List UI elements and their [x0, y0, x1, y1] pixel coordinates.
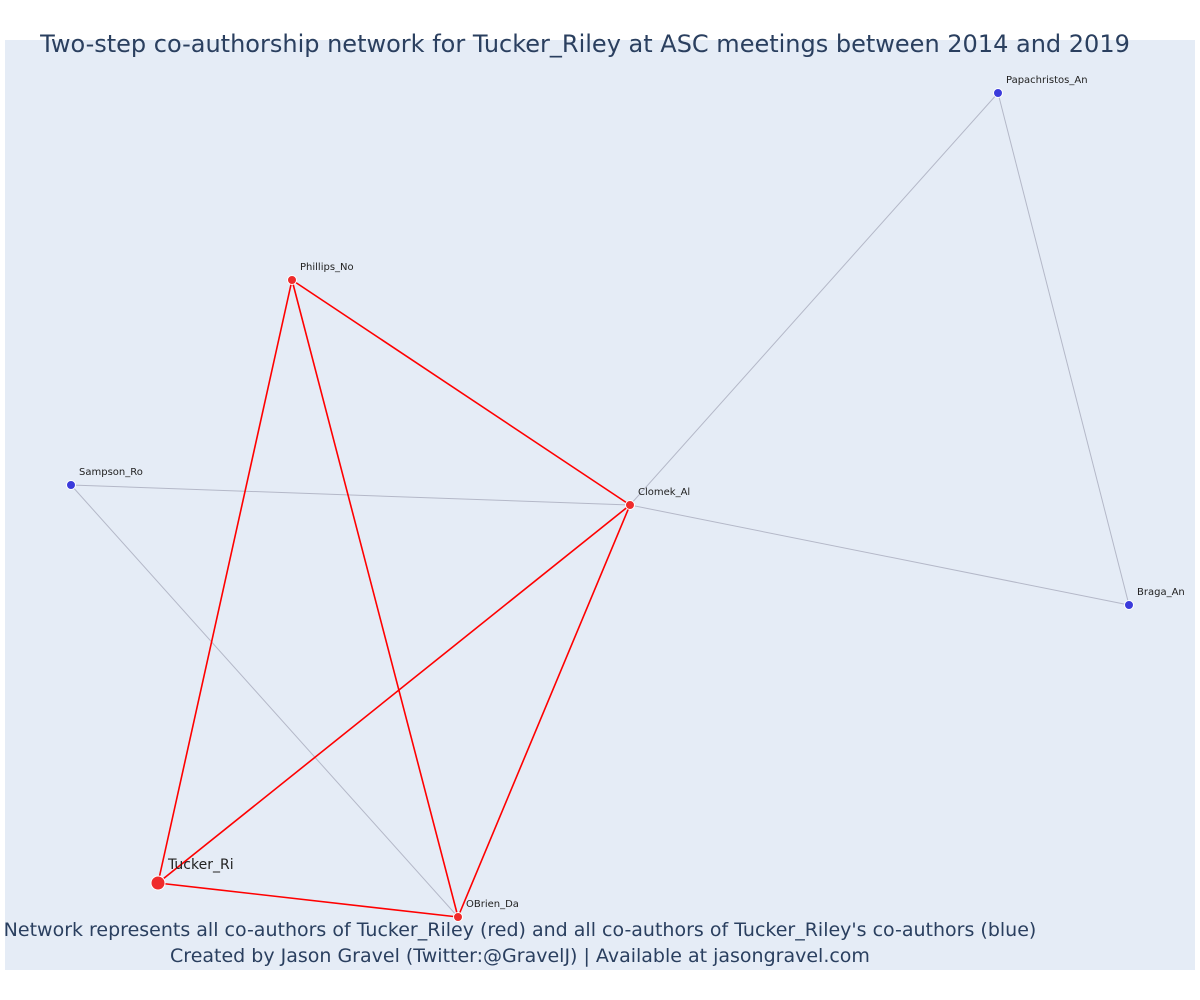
node-obrien-da[interactable]	[453, 912, 463, 922]
node-phillips-no[interactable]	[287, 275, 297, 285]
node-label-braga-an: Braga_An	[1137, 587, 1185, 598]
edge-sampson-ro-obrien-da	[70, 484, 459, 918]
node-clomek-al[interactable]	[625, 500, 635, 510]
node-sampson-ro[interactable]	[66, 480, 76, 490]
edge-phillips-no-obrien-da	[291, 279, 459, 918]
node-label-clomek-al: Clomek_Al	[638, 487, 690, 498]
edge-layer	[70, 92, 1130, 918]
edge-sampson-ro-clomek-al	[70, 484, 631, 506]
node-papachristos-an[interactable]	[993, 88, 1003, 98]
edge-clomek-al-papachristos-an	[629, 92, 999, 506]
node-label-obrien-da: OBrien_Da	[466, 899, 519, 910]
node-label-phillips-no: Phillips_No	[300, 262, 354, 273]
node-label-sampson-ro: Sampson_Ro	[79, 467, 143, 478]
edge-tucker-ri-clomek-al	[157, 504, 631, 884]
node-layer	[66, 88, 1134, 922]
edge-tucker-ri-obrien-da	[157, 882, 459, 918]
node-tucker-ri[interactable]	[150, 875, 166, 891]
edge-clomek-al-obrien-da	[457, 504, 631, 918]
caption-description: Network represents all co-authors of Tuc…	[3, 919, 1037, 941]
node-braga-an[interactable]	[1124, 600, 1134, 610]
edge-clomek-al-braga-an	[629, 504, 1130, 606]
caption-credit: Created by Jason Gravel (Twitter:@Gravel…	[170, 945, 870, 967]
edge-papachristos-an-braga-an	[997, 92, 1130, 606]
node-label-tucker-ri: Tucker_Ri	[167, 857, 234, 873]
edge-tucker-ri-phillips-no	[157, 279, 293, 884]
edge-phillips-no-clomek-al	[291, 279, 631, 506]
node-label-papachristos-an: Papachristos_An	[1006, 75, 1088, 86]
chart-title: Two-step co-authorship network for Tucke…	[40, 30, 1130, 58]
